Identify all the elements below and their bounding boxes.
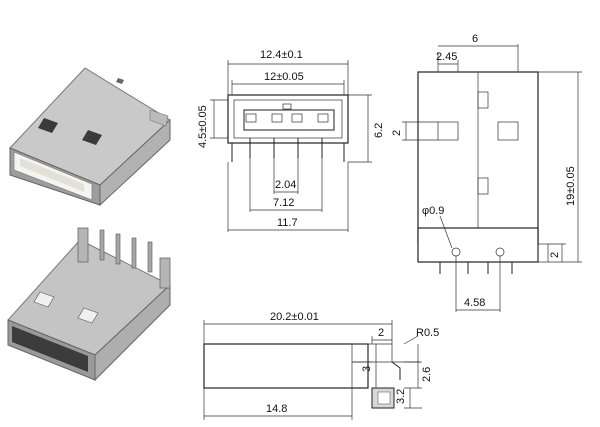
dim-inner-width: 12±0.05 [264, 71, 304, 83]
dim-side-total: 20.2±0.01 [270, 311, 319, 323]
dim-height: 4.5±0.05 [197, 105, 209, 148]
dim-depth: 6.2 [373, 123, 385, 138]
dim-total-width: 12.4±0.1 [260, 49, 303, 61]
front-view: 12.4±0.1 12±0.05 2.04 7.12 11.7 4.5±0.05… [197, 49, 385, 232]
dim-6: 6 [472, 33, 478, 45]
dim-radius: R0.5 [416, 327, 439, 339]
dim-pin-pitch: 2.04 [275, 179, 296, 191]
dim-pin-spacing: 4.58 [464, 297, 485, 309]
dim-pin-span: 7.12 [273, 197, 294, 209]
dim-side-3: 3 [361, 366, 373, 372]
dim-side-14-8: 14.8 [266, 403, 287, 415]
dim-2-45: 2.45 [436, 51, 457, 63]
connector-photo-pins [7, 227, 171, 382]
dim-length: 19±0.05 [565, 166, 577, 206]
side-view: 20.2±0.01 2 R0.5 3 2.6 3.2 14.8 [203, 311, 439, 420]
dim-side-2-6: 2.6 [421, 367, 433, 382]
dim-2-top: 2 [391, 130, 403, 136]
dim-side-3-2: 3.2 [395, 389, 407, 404]
dim-bottom-2: 2 [549, 252, 561, 258]
dim-footprint: 11.7 [277, 217, 298, 229]
connector-photo-top [9, 67, 171, 207]
dim-side-2: 2 [378, 327, 384, 339]
top-view: 6 2.45 2 19±0.05 φ0.9 4.58 2 [391, 33, 582, 312]
dim-hole: φ0.9 [422, 205, 444, 217]
